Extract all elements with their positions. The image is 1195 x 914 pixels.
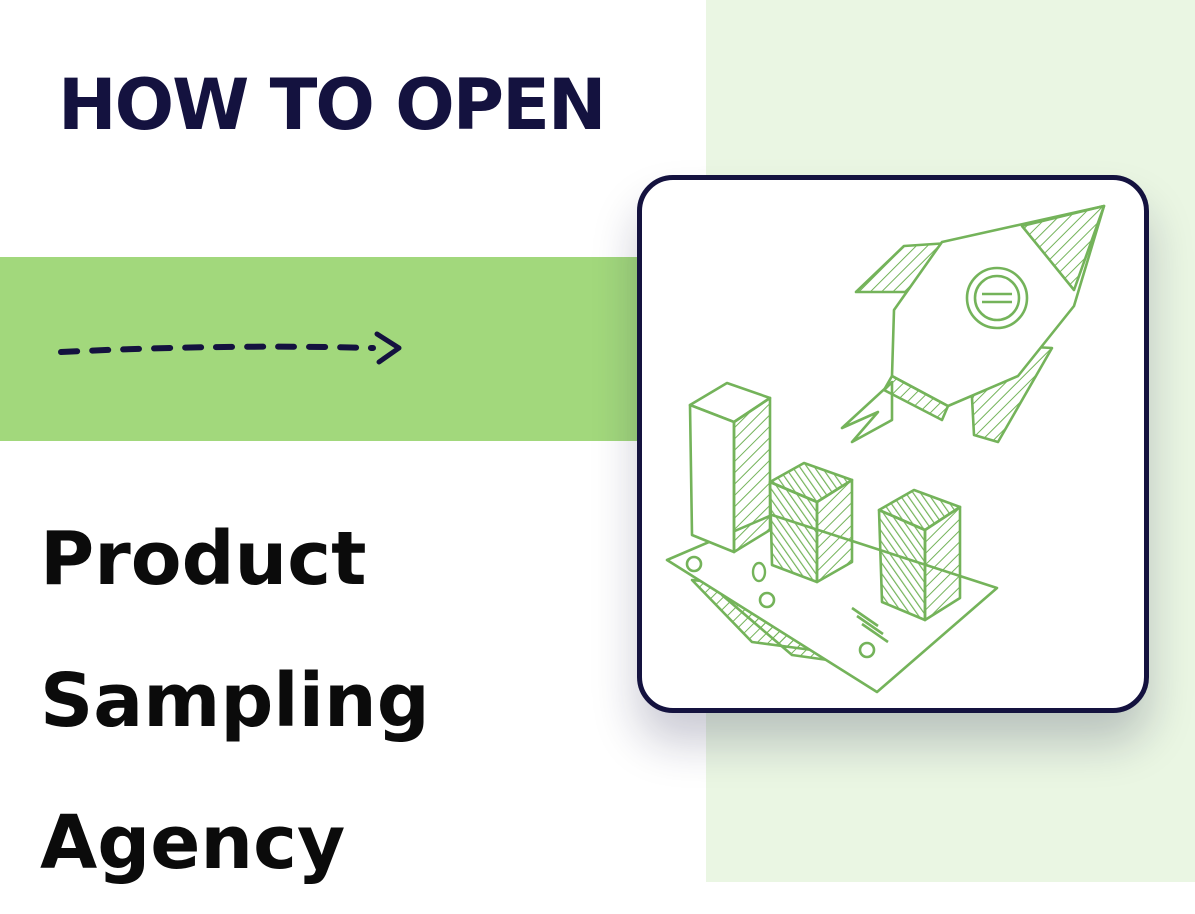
dashed-arrow-icon bbox=[58, 331, 402, 365]
coin-icon bbox=[751, 561, 767, 583]
title-line-1: Product bbox=[40, 516, 367, 602]
bar-chart-icon bbox=[688, 381, 962, 622]
page-title: Product Sampling Agency bbox=[40, 488, 430, 914]
rocket-icon bbox=[840, 204, 1106, 444]
illustration bbox=[665, 204, 1106, 694]
kicker-heading: HOW TO OPEN bbox=[58, 64, 607, 146]
illustration-card bbox=[637, 175, 1149, 713]
title-line-2: Sampling bbox=[40, 658, 430, 744]
title-line-3: Agency bbox=[40, 800, 346, 886]
